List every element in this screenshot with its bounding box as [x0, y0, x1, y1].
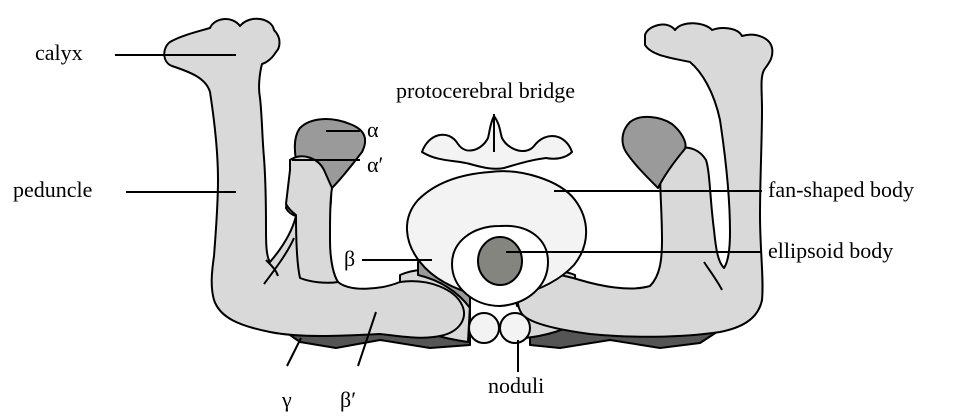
gamma-label: γ	[281, 387, 292, 412]
calyx-label: calyx	[35, 40, 83, 65]
noduli-label: noduli	[488, 373, 544, 398]
fan-shaped-body-label: fan-shaped body	[768, 177, 914, 202]
alpha-label: α	[367, 117, 379, 142]
alpha-prime-label: α′	[367, 152, 383, 177]
gamma-leader	[287, 338, 301, 366]
ellipsoid-body-label: ellipsoid body	[768, 238, 893, 263]
peduncle-label: peduncle	[13, 177, 92, 202]
protocerebral-bridge-shape	[422, 116, 572, 169]
nodulus-right	[500, 313, 530, 343]
beta-label: β	[344, 246, 355, 271]
beta-prime-label: β′	[340, 387, 356, 412]
protocerebral-bridge-label: protocerebral bridge	[396, 78, 575, 103]
right-calyx-peduncle	[518, 23, 773, 337]
nodulus-left	[469, 313, 499, 343]
left-mushroom-body	[164, 19, 470, 348]
ellipsoid-body-core	[478, 237, 522, 285]
